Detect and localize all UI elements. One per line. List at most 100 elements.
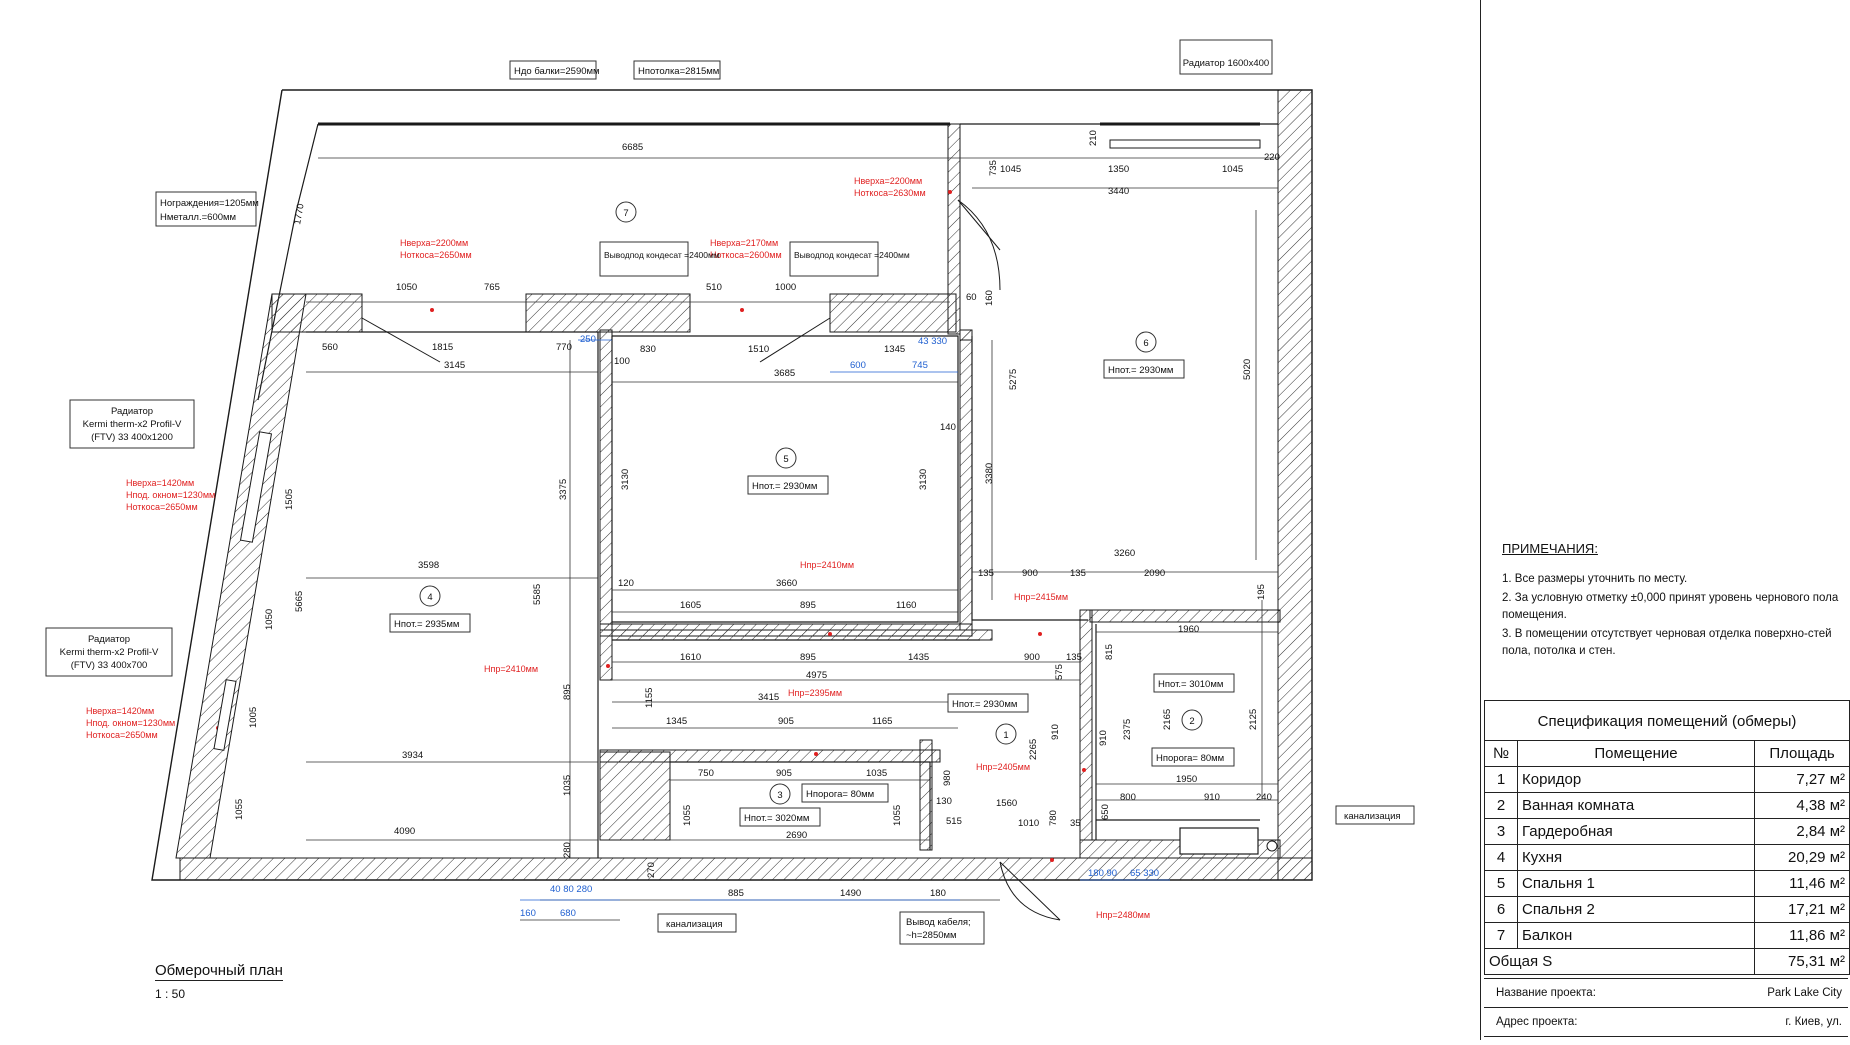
room-2-height: Hпот.= 3010мм: [1158, 679, 1223, 690]
dim-560: 560: [322, 342, 338, 353]
row-area: 20,29 м²: [1754, 844, 1849, 871]
project-address-label: Адрес проекта:: [1496, 1016, 1578, 1028]
note-r2a: Hверха=1420мм: [86, 706, 154, 716]
dim-4090: 4090: [394, 826, 415, 837]
dim-1345: 1345: [884, 344, 905, 355]
project-name-value: Park Lake City: [1767, 987, 1842, 999]
floor-plan-drawing: 6685 1770 1050 765 510 1000 1815 770 830…: [45, 39, 1415, 945]
dim-1345b: 1345: [666, 716, 687, 727]
dim-1435: 1435: [908, 652, 929, 663]
dim-5275: 5275: [1008, 369, 1019, 390]
red-height-notes: Hверха=2200мм Hоткоса=2650мм Hверха=2170…: [86, 176, 1150, 920]
project-address-value: г. Киев, ул.: [1785, 1016, 1842, 1028]
room-6-height: Hпот.= 2930мм: [1108, 365, 1173, 376]
dim-40-80-280: 40 80 280: [550, 884, 592, 895]
row-number: 5: [1485, 870, 1518, 897]
dim-780: 780: [1048, 810, 1059, 826]
drawing-title: Обмерочный план: [155, 962, 283, 981]
threshold-wardrobe: Hпорога= 80мм: [806, 789, 874, 800]
dim-1055: 1055: [234, 799, 245, 820]
project-info: Название проекта: Park Lake City Адрес п…: [1484, 978, 1848, 1037]
dim-2265: 2265: [1028, 739, 1039, 760]
dim-815: 815: [1104, 644, 1115, 660]
row-area: 11,86 м²: [1754, 922, 1849, 949]
dim-900b: 900: [1024, 652, 1040, 663]
dim-180-90: 180 90: [1088, 868, 1117, 879]
dim-2165: 2165: [1162, 709, 1173, 730]
dim-3260: 3260: [1114, 548, 1135, 559]
sheet-divider: [1480, 0, 1481, 1040]
blue-dimension-lines: [520, 339, 1170, 901]
dim-1050b: 1050: [264, 609, 275, 630]
row-number: 1: [1485, 766, 1518, 793]
dim-895c: 895: [562, 684, 573, 700]
row-area: 2,84 м²: [1754, 818, 1849, 845]
dim-35: 35: [1070, 818, 1081, 829]
dim-130: 130: [936, 796, 952, 807]
dim-3934: 3934: [402, 750, 423, 761]
room-outlines: [306, 123, 1278, 858]
door-swings: [361, 199, 1061, 921]
dim-750: 750: [698, 768, 714, 779]
dim-800: 800: [1120, 792, 1136, 803]
note-item: 2. За условную отметку ±0,000 принят уро…: [1502, 592, 1839, 621]
room-3-height: Hпот.= 3020мм: [744, 813, 809, 824]
room-5-height: Hпот.= 2930мм: [752, 481, 817, 492]
note-w1: Hверха=2200мм: [400, 238, 468, 248]
callout-sewer-1: канализация: [1344, 811, 1401, 822]
dim-830: 830: [640, 344, 656, 355]
spec-header-area: Площадь: [1754, 741, 1849, 767]
dim-120: 120: [618, 578, 634, 589]
drawing-title-block: Обмерочный план 1 : 50: [155, 962, 283, 1001]
dim-6685: 6685: [622, 142, 643, 153]
notes-title: ПРИМЕЧАНИЯ:: [1502, 541, 1598, 556]
radiator-1-model: Kermi therm-x2 Profil-V: [83, 419, 182, 430]
room-7-number: 7: [623, 208, 628, 219]
row-room: Балкон: [1517, 922, 1755, 949]
callouts: Hдо балки=2590мм Hпотолка=2815мм Радиато…: [45, 39, 1415, 945]
spec-header-room: Помещение: [1517, 741, 1755, 767]
note-d6: Hпр=2480мм: [1096, 910, 1150, 920]
dim-2690: 2690: [786, 830, 807, 841]
dim-1815: 1815: [432, 342, 453, 353]
dim-280: 280: [562, 842, 573, 858]
dim-4975: 4975: [806, 670, 827, 681]
row-room: Спальня 2: [1517, 896, 1755, 923]
dim-1165: 1165: [872, 716, 892, 727]
note-r1c: Hоткоса=2650мм: [126, 502, 198, 512]
dim-100: 100: [614, 356, 630, 367]
dim-1035: 1035: [866, 768, 887, 779]
note-d2: Hпр=2410мм: [484, 664, 538, 674]
callout-balcony-fence: Hограждения=1205мм: [160, 198, 259, 209]
spec-header-number: №: [1485, 741, 1518, 767]
room-6-number: 6: [1143, 338, 1148, 349]
dim-270: 270: [646, 862, 657, 878]
dim-1560: 1560: [996, 798, 1017, 809]
dim-1510: 1510: [748, 344, 769, 355]
dim-65-330: 65 330: [1130, 868, 1159, 879]
dim-60: 60: [966, 292, 977, 303]
dim-745: 745: [912, 360, 928, 371]
dim-195: 195: [1256, 584, 1267, 600]
dim-135b: 135: [1070, 568, 1086, 579]
row-number: 3: [1485, 818, 1518, 845]
note-w1b: Hоткоса=2650мм: [400, 250, 472, 260]
callout-beam-height: Hдо балки=2590мм: [514, 66, 600, 77]
dim-1160: 1160: [896, 600, 916, 611]
dim-905b: 905: [776, 768, 792, 779]
note-item: 3. В помещении отсутствует черновая отде…: [1502, 628, 1832, 657]
note-w2: Hверха=2170мм: [710, 238, 778, 248]
dim-3145: 3145: [444, 360, 465, 371]
dim-1950: 1950: [1176, 774, 1197, 785]
radiator-2-model: Kermi therm-x2 Profil-V: [60, 647, 159, 658]
callout-cable-height: ~h=2850мм: [906, 930, 957, 941]
dim-1350: 1350: [1108, 164, 1129, 175]
radiator-2-title: Радиатор: [88, 634, 130, 645]
project-address-row: Адрес проекта: г. Киев, ул.: [1484, 1008, 1848, 1037]
threshold-bath: Hпорога= 80мм: [1156, 753, 1224, 764]
dim-2125: 2125: [1248, 709, 1259, 730]
